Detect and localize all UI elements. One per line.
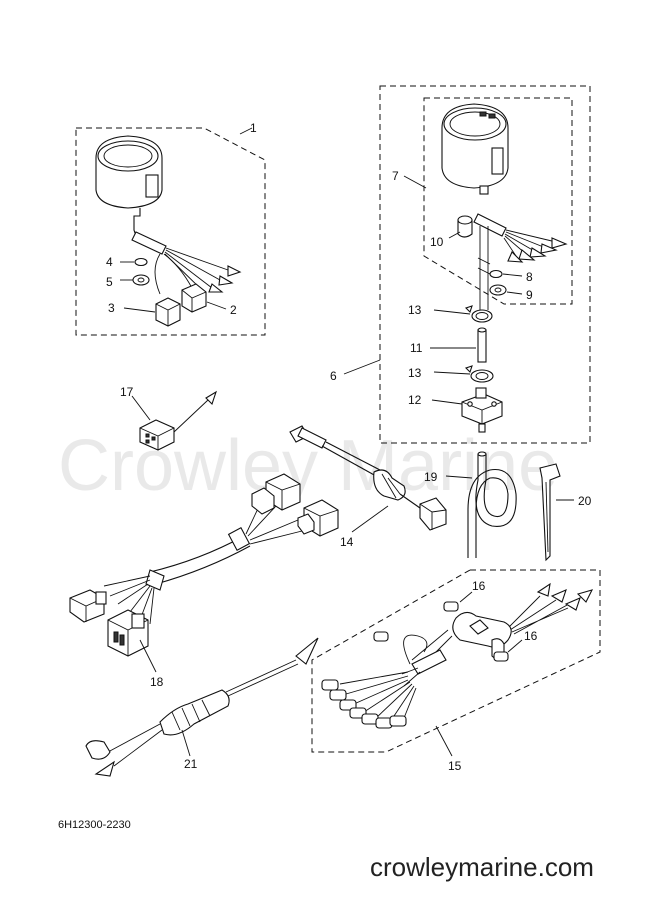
callout-18: 18 [150,675,164,689]
callout-20: 20 [578,494,592,508]
callout-21: 21 [184,757,198,771]
gauge-sensor-assembly-6: 7 10 8 9 13 11 13 12 6 [330,85,591,444]
sensor-12 [461,387,503,433]
cable-tie-20: 20 [539,463,592,562]
gauge-7 [441,103,509,195]
group-box-7 [423,97,573,305]
connector-2 [181,283,207,313]
nut-9 [489,284,507,296]
callout-9: 9 [526,288,533,302]
lead-14: 14 [289,425,447,549]
terminal-16-upper [443,601,459,612]
connector-3 [155,297,181,327]
callout-13-lower: 13 [408,366,422,380]
callout-15: 15 [448,759,462,773]
site-url: crowleymarine.com [370,852,594,882]
wire-leads-1 [154,247,242,295]
callout-11: 11 [410,341,423,355]
callout-17: 17 [120,385,134,399]
callout-16-lower: 16 [524,629,538,643]
callout-13-upper: 13 [408,303,422,317]
callout-2: 2 [230,303,237,317]
tube-11 [477,327,487,363]
callout-16-upper: 16 [472,579,486,593]
sub-harness-15: 16 16 15 [311,569,601,773]
callout-7: 7 [392,169,399,183]
wire-leads-7 [473,213,568,310]
callout-8: 8 [526,270,533,284]
clamp-13-lower [464,365,494,383]
gauge-1 [95,135,167,255]
callout-12: 12 [408,393,422,407]
terminal-16-lower [493,651,509,662]
group-box-6 [379,85,591,444]
hose-19: 19 [424,451,517,558]
callout-3: 3 [108,301,115,315]
group-box-15 [311,569,601,753]
washer-8 [489,269,503,279]
callout-10: 10 [430,235,444,249]
drawing-code: 6H12300-2230 [58,819,131,831]
callout-4: 4 [106,255,113,269]
group-box-1 [75,127,266,336]
washer-4 [134,257,148,267]
nut-5 [132,274,150,286]
harness-18: 18 [69,473,339,689]
gauge-assembly-1: 1 2 3 4 5 [75,121,266,336]
harness-15-body [321,611,512,729]
connector-17: 17 [120,385,217,451]
callout-14: 14 [340,535,354,549]
callout-1: 1 [250,121,257,135]
leads-15-right [507,582,594,635]
extension-lead-21: 21 [85,637,319,777]
callout-19: 19 [424,470,438,484]
clamp-13-upper [464,305,493,323]
callout-6: 6 [330,369,337,383]
cap-10 [457,215,473,238]
callout-5: 5 [106,275,113,289]
